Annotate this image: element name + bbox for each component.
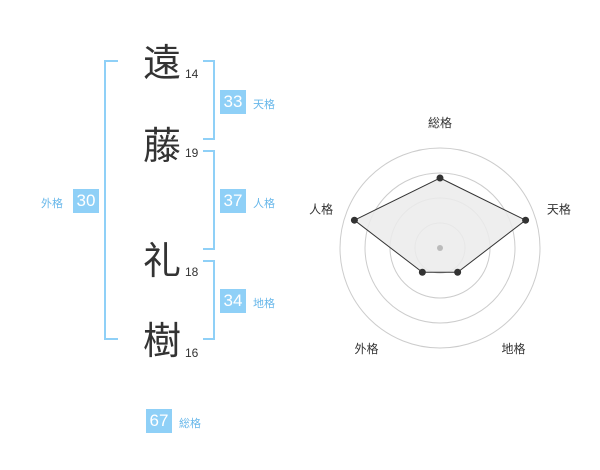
gaikaku-value: 30 — [73, 189, 99, 213]
jinkaku-bracket — [203, 150, 215, 250]
radar-ring — [339, 147, 541, 349]
tenkaku-label: 天格 — [253, 98, 275, 111]
radar-point — [436, 174, 444, 182]
radar-axis-label: 地格 — [501, 341, 525, 356]
radar-point — [522, 216, 530, 224]
gaikaku-bracket — [104, 60, 118, 340]
radar-point — [350, 216, 358, 224]
name-char-2: 藤 — [142, 124, 181, 168]
name-char-3: 礼 — [142, 239, 181, 283]
jinkaku-value: 37 — [220, 189, 246, 213]
name-char-4: 樹 — [142, 319, 181, 363]
soukaku-value: 67 — [146, 409, 172, 433]
radar-point — [454, 268, 462, 276]
radar-area — [353, 177, 527, 273]
name-char-1: 遠 — [142, 41, 181, 85]
radar-axis-label: 人格 — [309, 201, 333, 216]
radar-axis-label: 外格 — [355, 341, 379, 356]
radar-point — [418, 268, 426, 276]
gaikaku-label: 外格 — [41, 197, 63, 210]
jinkaku-label: 人格 — [253, 197, 275, 210]
stroke-count-3: 18 — [185, 265, 199, 279]
radar-axis-label: 総格 — [428, 115, 452, 130]
stroke-count-2: 19 — [185, 146, 199, 160]
radar-ring — [364, 172, 516, 324]
chikaku-label: 地格 — [253, 297, 275, 310]
chikaku-bracket — [203, 260, 215, 340]
stroke-count-4: 16 — [185, 346, 199, 360]
tenkaku-bracket — [203, 60, 215, 140]
soukaku-label: 総格 — [179, 417, 201, 430]
chikaku-value: 34 — [220, 289, 246, 313]
radar-center — [437, 245, 443, 251]
tenkaku-value: 33 — [220, 90, 246, 114]
stroke-count-1: 14 — [185, 67, 199, 81]
radar-axis-label: 天格 — [547, 201, 571, 216]
